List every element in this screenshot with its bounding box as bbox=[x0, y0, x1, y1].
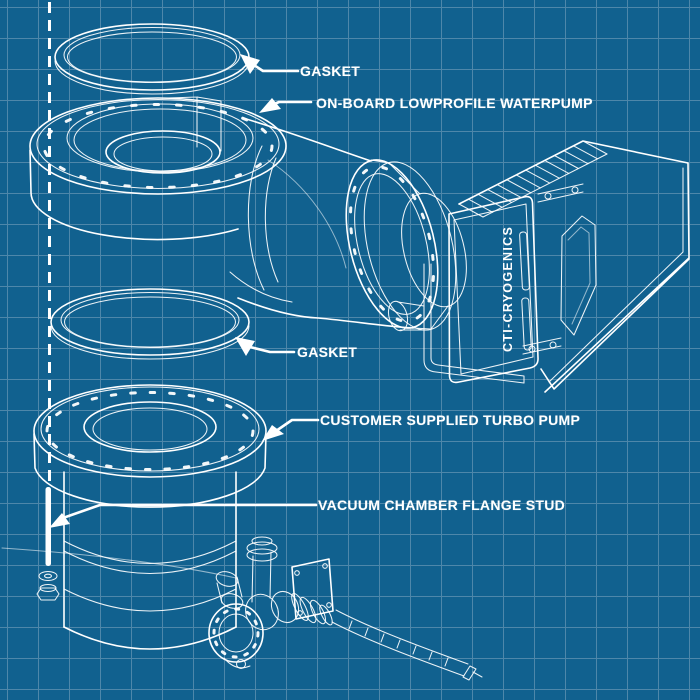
callout-label-turbo-pump: CUSTOMER SUPPLIED TURBO PUMP bbox=[320, 412, 581, 428]
turbo-body-drawing bbox=[63, 471, 237, 650]
pump-drain-pipe bbox=[387, 263, 525, 384]
leader-gasket-middle bbox=[248, 345, 296, 354]
arrowhead-turbo-pump bbox=[262, 425, 284, 441]
brand-plate: CTI-CRYOGENICS bbox=[448, 195, 539, 384]
nut bbox=[36, 583, 60, 601]
flex-hose-drawing bbox=[331, 609, 483, 681]
callout-label-flange-stud: VACUUM CHAMBER FLANGE STUD bbox=[318, 497, 566, 513]
callout-leaders bbox=[49, 54, 320, 528]
callout-label-gasket-middle: GASKET bbox=[297, 344, 358, 360]
flange-stud-drawing bbox=[36, 487, 60, 601]
arrowhead-waterpump bbox=[259, 98, 281, 113]
washer bbox=[38, 570, 58, 582]
callout-label-gasket-top: GASKET bbox=[300, 63, 361, 79]
mounting-brackets bbox=[522, 183, 584, 355]
turbo-flange-drawing bbox=[33, 384, 267, 508]
arrowhead-flange-stud bbox=[49, 513, 70, 528]
side-pocket bbox=[560, 215, 597, 336]
waterpump-motor-box-drawing: CTI-CRYOGENICS bbox=[387, 140, 690, 393]
arrowhead-gasket-middle bbox=[235, 337, 255, 356]
arrowhead-gasket-top bbox=[240, 54, 260, 74]
leader-turbo-pump bbox=[274, 418, 320, 433]
cooling-fins bbox=[458, 140, 608, 218]
waterpump-elbow-drawing bbox=[229, 117, 414, 329]
leader-flange-stud bbox=[58, 503, 318, 521]
waterpump-flange-drawing bbox=[29, 96, 287, 241]
valve-assembly-drawing bbox=[1, 536, 483, 681]
callout-label-waterpump: ON-BOARD LOWPROFILE WATERPUMP bbox=[316, 95, 593, 111]
stud bbox=[45, 487, 51, 566]
brand-text: CTI-CRYOGENICS bbox=[501, 226, 515, 352]
